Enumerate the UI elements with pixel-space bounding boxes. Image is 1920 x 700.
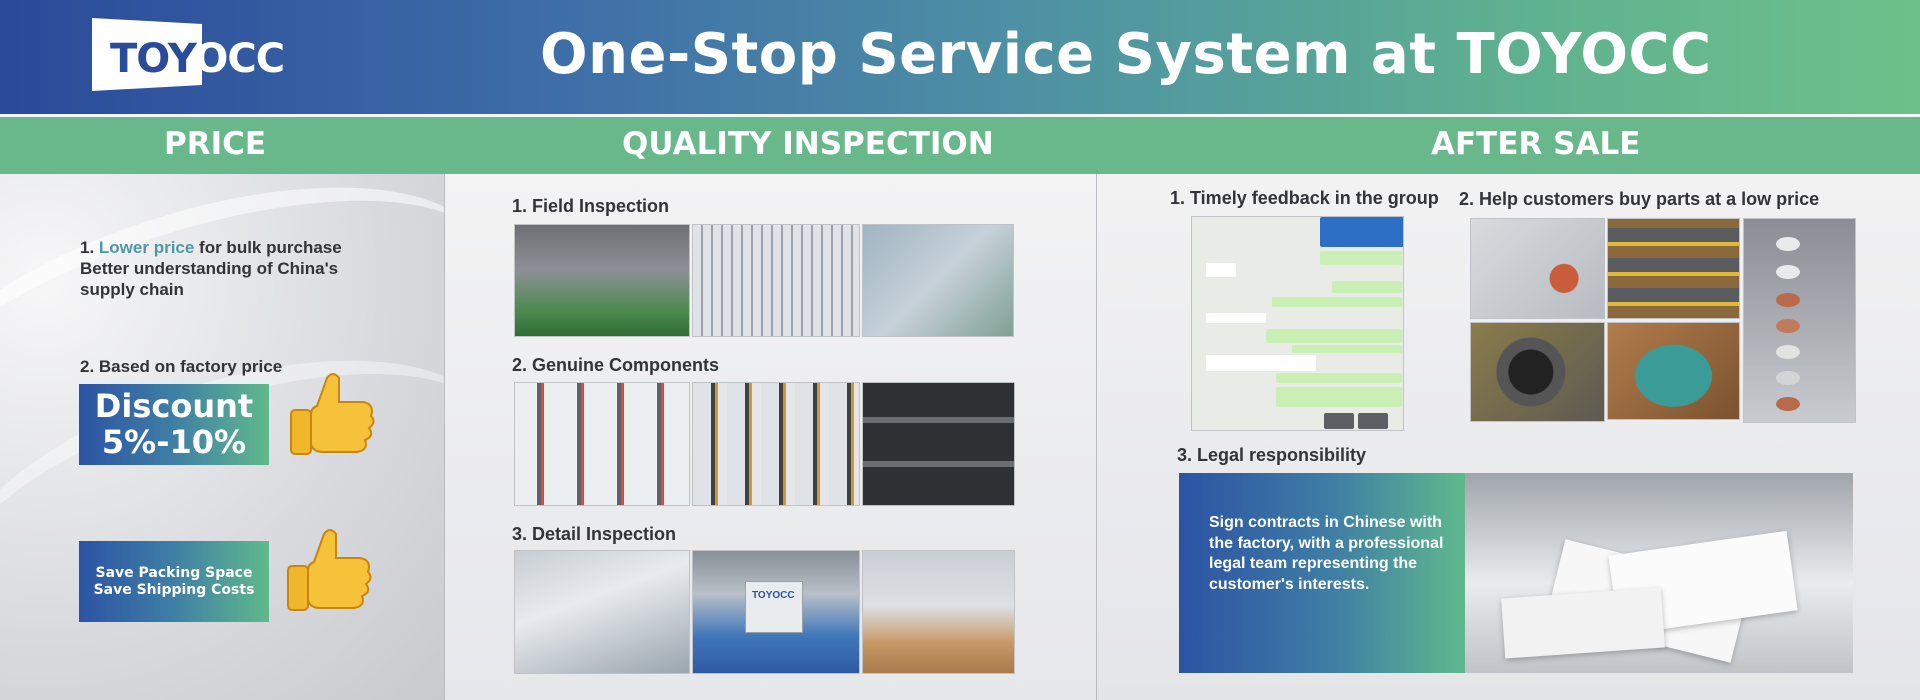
field-inspection-photo-1 — [514, 224, 690, 337]
chat-bubble — [1292, 345, 1402, 353]
chat-bubble — [1266, 329, 1402, 343]
detail-photo-1 — [514, 550, 690, 674]
discount-box: Discount 5%-10% — [79, 384, 269, 465]
machine-cabinet: TOYOCC — [745, 581, 803, 633]
section-title-quality: QUALITY INSPECTION — [622, 126, 994, 162]
logo-text: TOYOCC — [110, 36, 285, 82]
chat-bubble — [1320, 251, 1402, 265]
section-title-price: PRICE — [164, 126, 267, 162]
price-item-1-line3: supply chain — [80, 280, 184, 299]
chat-bubble — [1332, 281, 1402, 293]
grinding-wheel — [1776, 319, 1800, 333]
grinding-wheel — [1776, 293, 1800, 307]
chat-image — [1324, 413, 1354, 429]
parts-photo-2 — [1607, 218, 1740, 319]
field-inspection-photo-3 — [862, 224, 1014, 337]
grinding-wheel — [1776, 345, 1800, 359]
panel-divider — [1096, 174, 1097, 700]
components-photo-2 — [692, 382, 860, 506]
discount-line-1: Discount — [94, 387, 254, 425]
legal-text-box: Sign contracts in Chinese with the facto… — [1179, 473, 1465, 673]
grinding-wheel — [1776, 237, 1800, 251]
thumbs-up-icon — [290, 373, 375, 455]
field-inspection-label: 1. Field Inspection — [512, 196, 670, 216]
detail-photo-2: TOYOCC — [692, 550, 860, 674]
logo-text-white: OCC — [194, 36, 285, 82]
chat-bubble — [1206, 263, 1236, 277]
price-item-1-line2: Better understanding of China's — [80, 259, 339, 278]
toyocc-logo — [92, 18, 202, 91]
contract-paper — [1501, 587, 1665, 659]
parts-photo-1 — [1470, 218, 1605, 319]
price-item-1-rest: for bulk purchase — [194, 238, 342, 257]
price-item-2: 2. Based on factory price — [80, 357, 283, 376]
legal-label: 3. Legal responsibility — [1177, 445, 1367, 465]
grinding-wheel — [1776, 265, 1800, 279]
chat-image — [1320, 217, 1403, 247]
machine-brand-label: TOYOCC — [752, 590, 795, 601]
components-photo-1 — [514, 382, 690, 506]
price-item-1: 1. Lower price for bulk purchase — [80, 237, 342, 258]
page-title: One-Stop Service System at TOYOCC — [540, 22, 1712, 87]
chat-screenshot — [1191, 216, 1404, 431]
section-title-bar — [0, 117, 1920, 174]
detail-inspection-label: 3. Detail Inspection — [512, 524, 677, 544]
detail-photo-3 — [862, 550, 1015, 674]
components-photo-3 — [862, 382, 1015, 506]
price-item-1-prefix: 1. — [80, 238, 99, 257]
logo-text-blue: TOY — [110, 36, 195, 82]
feedback-label: 1. Timely feedback in the group — [1170, 188, 1439, 208]
panel-divider — [444, 174, 445, 700]
parts-photo-3 — [1743, 218, 1856, 423]
grinding-wheel — [1776, 371, 1800, 385]
packing-line-1: Save Packing Space — [95, 565, 253, 581]
chat-image — [1358, 413, 1388, 429]
chat-bubble — [1206, 313, 1266, 323]
parts-photo-5 — [1607, 322, 1740, 420]
grinding-wheel — [1776, 397, 1800, 411]
discount-line-2: 5%-10% — [101, 423, 247, 461]
section-title-after-sale: AFTER SALE — [1431, 126, 1641, 162]
chat-bubble — [1276, 387, 1402, 407]
thumbs-up-icon — [287, 529, 372, 611]
price-item-1-highlight: Lower price — [98, 238, 195, 257]
chat-bubble — [1276, 373, 1402, 383]
field-inspection-photo-2 — [692, 224, 860, 337]
parts-label: 2. Help customers buy parts at a low pri… — [1459, 189, 1820, 209]
chat-bubble — [1206, 355, 1316, 371]
legal-text: Sign contracts in Chinese with the facto… — [1209, 514, 1444, 593]
packing-box: Save Packing Space Save Shipping Costs — [79, 541, 269, 622]
parts-photo-4 — [1470, 322, 1605, 422]
packing-line-2: Save Shipping Costs — [93, 582, 255, 598]
genuine-components-label: 2. Genuine Components — [512, 355, 720, 375]
header-banner: TOYOCC One-Stop Service System at TOYOCC — [0, 0, 1920, 114]
contract-documents-photo — [1463, 473, 1853, 673]
header-divider — [0, 114, 1920, 117]
chat-bubble — [1272, 297, 1402, 307]
